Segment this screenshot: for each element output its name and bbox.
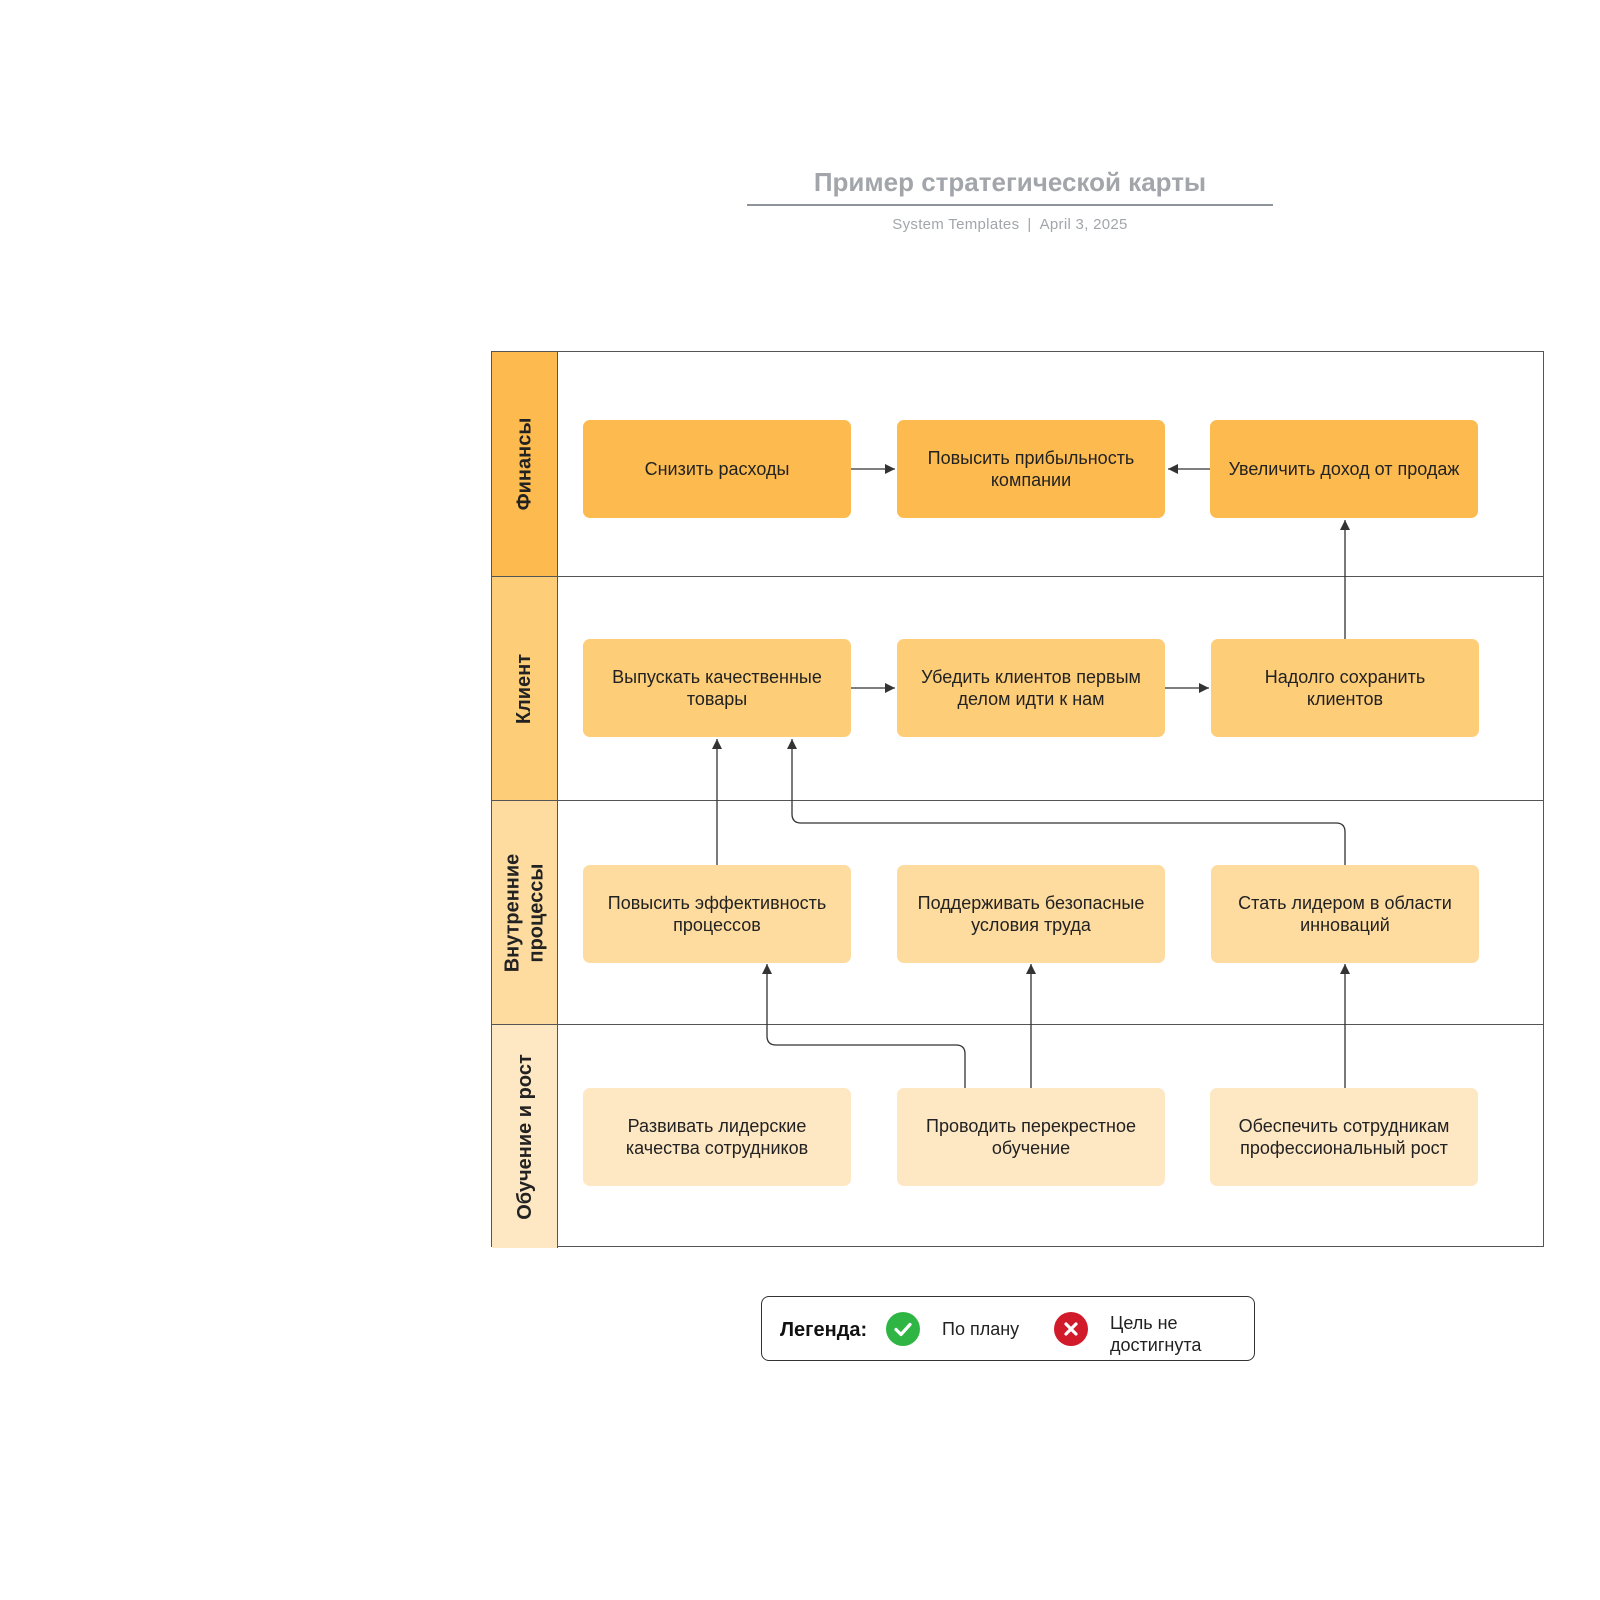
title-underline xyxy=(747,204,1273,206)
lane-title-learning: Обучение и рост xyxy=(513,1053,536,1220)
objective-customers-first-choice[interactable]: Убедить клиентов первым делом идти к нам xyxy=(897,639,1165,737)
legend: Легенда: По плану Цель не достигнута xyxy=(761,1296,1255,1361)
lane-process: Внутренние процессы xyxy=(492,800,1543,1024)
lane-title-finance: Финансы xyxy=(513,417,536,511)
lane-title-customer: Клиент xyxy=(513,653,536,724)
objective-innovation-leader[interactable]: Стать лидером в области инноваций xyxy=(1211,865,1479,963)
lane-label-process: Внутренние процессы xyxy=(492,801,558,1024)
lane-label-finance: Финансы xyxy=(492,352,558,576)
lane-label-learning: Обучение и рост xyxy=(492,1025,558,1248)
objective-increase-sales-revenue[interactable]: Увеличить доход от продаж xyxy=(1210,420,1478,518)
x-circle-icon xyxy=(1054,1312,1088,1346)
source-label: System Templates xyxy=(892,216,1020,233)
document-header: Пример стратегической карты System Templ… xyxy=(747,166,1273,233)
subtitle: System Templates | April 3, 2025 xyxy=(747,216,1273,233)
strategy-map: Финансы Клиент Внутренние процессы Обуче… xyxy=(491,351,1544,1248)
objective-reduce-costs[interactable]: Снизить расходы xyxy=(583,420,851,518)
legend-not-achieved-label: Цель не достигнута xyxy=(1110,1313,1202,1355)
objective-increase-profitability[interactable]: Повысить прибыльность компании xyxy=(897,420,1165,518)
lane-customer: Клиент xyxy=(492,576,1543,800)
objective-quality-products[interactable]: Выпускать качественные товары xyxy=(583,639,851,737)
objective-leadership-skills[interactable]: Развивать лидерские качества сотрудников xyxy=(583,1088,851,1186)
objective-retain-customers[interactable]: Надолго сохранить клиентов xyxy=(1211,639,1479,737)
date-label: April 3, 2025 xyxy=(1039,216,1128,233)
lane-learning: Обучение и рост xyxy=(492,1024,1543,1248)
page-title: Пример стратегической карты xyxy=(813,167,1207,197)
objective-safe-conditions[interactable]: Поддерживать безопасные условия труда xyxy=(897,865,1165,963)
objective-cross-training[interactable]: Проводить перекрестное обучение xyxy=(897,1088,1165,1186)
subtitle-separator: | xyxy=(1027,216,1032,233)
objective-process-efficiency[interactable]: Повысить эффективность процессов xyxy=(583,865,851,963)
objective-professional-growth[interactable]: Обеспечить сотрудникам профессиональный … xyxy=(1210,1088,1478,1186)
lane-title-process: Внутренние процессы xyxy=(501,853,548,972)
legend-title: Легенда: xyxy=(780,1319,868,1341)
legend-on-plan-label: По плану xyxy=(942,1319,1020,1339)
lane-label-customer: Клиент xyxy=(492,577,558,800)
lane-finance: Финансы xyxy=(492,352,1543,576)
check-circle-icon xyxy=(886,1312,920,1346)
